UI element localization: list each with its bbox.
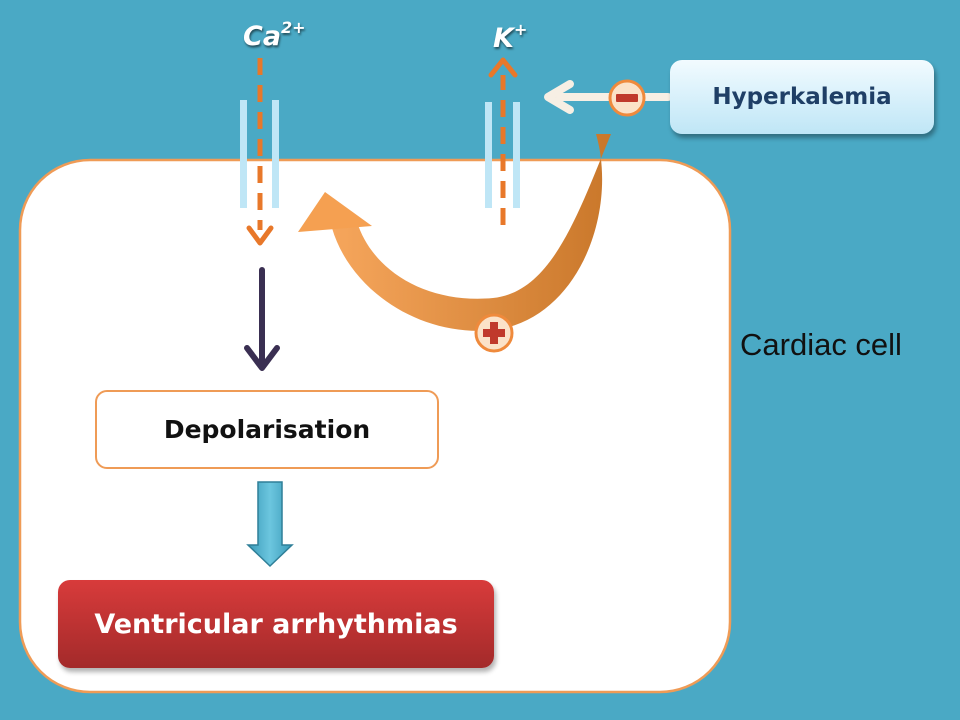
potassium-efflux-arrow [488, 57, 518, 225]
potassium-charge: + [513, 20, 528, 39]
calcium-charge: 2+ [281, 18, 306, 37]
inhibition-sign [608, 79, 646, 117]
potassium-ion-label: K+ [493, 20, 528, 54]
depolarisation-arrow [244, 267, 280, 371]
calcium-ion-label: Ca2+ [243, 18, 306, 52]
calcium-channel [240, 100, 279, 208]
inhibition-arrow [544, 80, 672, 114]
depolarisation-label: Depolarisation [163, 415, 371, 444]
potassium-channel [485, 102, 520, 208]
arrhythmia-box: Ventricular arrhythmias [58, 580, 494, 668]
feedback-arrow [332, 134, 611, 331]
potassium-symbol: K [493, 23, 514, 54]
hyperkalemia-label: Hyperkalemia [712, 84, 892, 110]
arrhythmia-label: Ventricular arrhythmias [94, 608, 458, 640]
depolarisation-box: Depolarisation [95, 390, 439, 469]
cardiac-cell-label: Cardiac cell [740, 327, 902, 362]
stimulation-sign [474, 313, 514, 353]
calcium-influx-arrow [246, 58, 274, 246]
hyperkalemia-box: Hyperkalemia [670, 60, 934, 134]
feedback-arrowhead [298, 192, 372, 232]
result-arrow [246, 481, 294, 568]
calcium-symbol: Ca [243, 21, 282, 52]
